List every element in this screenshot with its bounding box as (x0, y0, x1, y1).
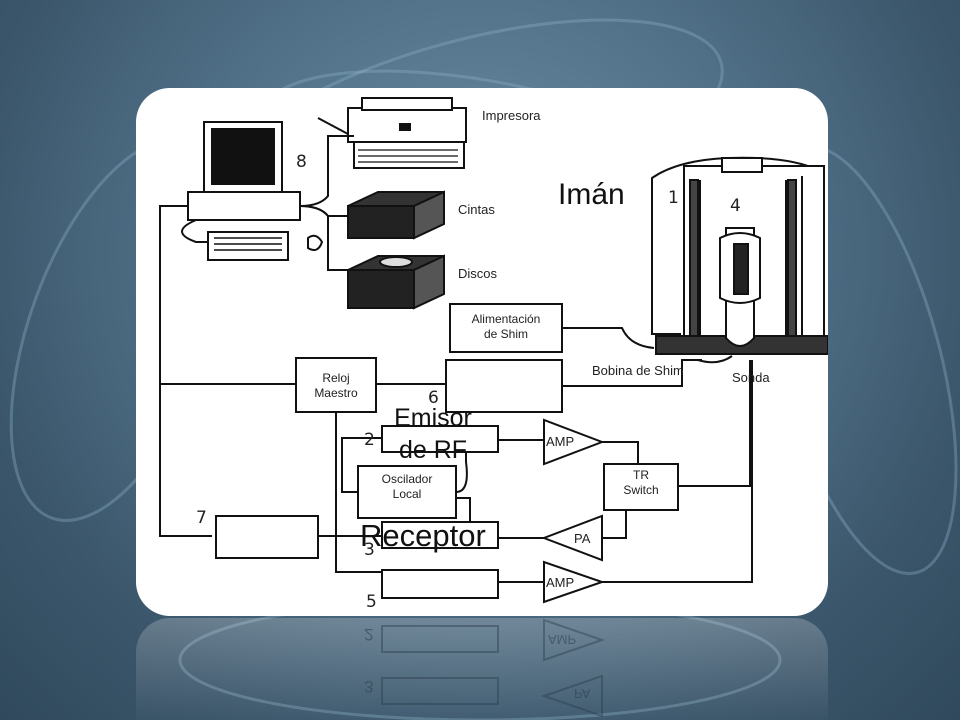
reflection-drawing (381, 618, 606, 718)
nmr-block-diagram: Impresora Cintas Discos Alimentación de … (136, 88, 828, 616)
pa-triangle (541, 514, 603, 562)
number-3: 3 (364, 540, 375, 560)
number-8: 8 (296, 152, 307, 172)
reflection-pa: PA (574, 686, 591, 701)
shim-coil-label: Bobina de Shim (592, 363, 684, 378)
block-7-box (215, 515, 319, 559)
rf-emitter-title: Emisor de RF (388, 402, 478, 466)
master-clock-box (295, 357, 377, 413)
shim-power-box (449, 303, 563, 353)
computer-base-icon (187, 191, 301, 221)
amp-top-label: AMP (546, 434, 575, 449)
pa-label: PA (574, 531, 591, 546)
rf-emitter-title-line1: Emisor (394, 404, 472, 432)
receiver-box (381, 521, 499, 549)
mouse-icon (307, 234, 324, 251)
master-clock-label: Reloj Maestro (300, 371, 372, 401)
shim-power-label: Alimentación de Shim (454, 312, 558, 342)
tr-switch-line2: Switch (623, 483, 659, 497)
number-4: 4 (730, 196, 741, 216)
tr-switch-label: TR Switch (606, 468, 676, 498)
probe-label: Sonda (732, 370, 770, 385)
block-5-box (381, 569, 499, 599)
number-6: 6 (428, 388, 439, 408)
rf-emitter-title-line2: de RF (398, 436, 468, 464)
number-2: 2 (364, 430, 375, 450)
shim-coil-box (445, 359, 563, 413)
number-7: 7 (196, 508, 207, 528)
tr-switch-line1: TR (633, 468, 649, 482)
reflection-number-2: 2 (364, 625, 374, 644)
shim-power-line1: Alimentación (471, 312, 541, 326)
disks-label: Discos (458, 266, 498, 281)
number-1: 1 (668, 188, 679, 208)
printer-label: Impresora (482, 108, 541, 123)
amp-top-triangle (543, 418, 605, 466)
local-oscillator-label: Oscilador Local (362, 472, 452, 502)
local-oscillator-line2: Local (392, 487, 422, 501)
card-reflection: 2 AMP 3 PA (136, 618, 828, 720)
keyboard-icon (207, 231, 289, 261)
reflection-amp: AMP (548, 632, 577, 647)
magnet-title: Imán (558, 178, 625, 211)
tapes-label: Cintas (458, 202, 495, 217)
diagram-drawing (159, 97, 828, 604)
master-clock-line2: Maestro (314, 386, 358, 400)
amp-bottom-label: AMP (546, 575, 575, 590)
reflection-number-3: 3 (364, 677, 374, 696)
shim-power-line2: de Shim (483, 327, 529, 341)
receiver-title: Receptor (360, 518, 486, 553)
local-oscillator-box (357, 465, 457, 519)
number-5: 5 (366, 592, 377, 612)
master-clock-line1: Reloj (322, 371, 350, 385)
local-oscillator-line1: Oscilador (381, 472, 433, 486)
